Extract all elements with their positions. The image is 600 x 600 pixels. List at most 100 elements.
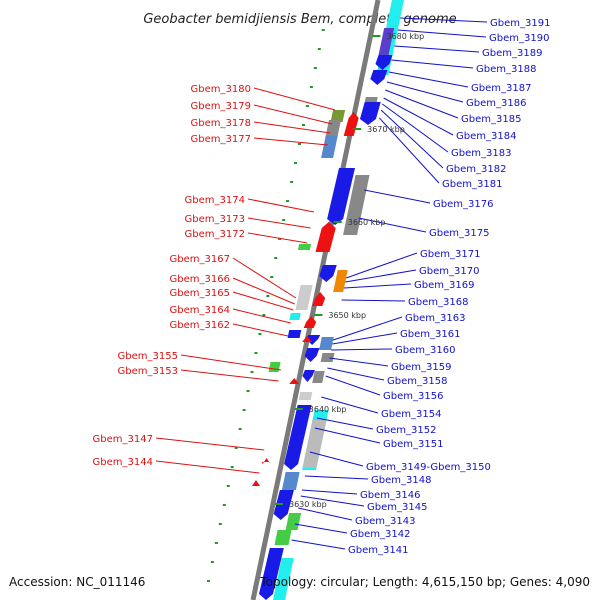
right-leader-line bbox=[300, 495, 365, 507]
kbp-label: 3650 kbp bbox=[328, 311, 366, 320]
right-gene-label: Gbem_3141 bbox=[348, 545, 408, 556]
right-gene-label: Gbem_3169 bbox=[414, 280, 474, 291]
forward-gene-block bbox=[333, 270, 348, 292]
left-leader-line bbox=[253, 87, 336, 111]
right-leader-line bbox=[388, 71, 469, 88]
left-leader-line bbox=[253, 121, 331, 134]
right-gene-label: Gbem_3160 bbox=[395, 345, 455, 356]
right-gene-label: Gbem_3171 bbox=[420, 249, 480, 260]
left-leader-line bbox=[232, 257, 297, 299]
right-gene-label: Gbem_3145 bbox=[367, 502, 427, 513]
left-leader-line bbox=[155, 437, 265, 451]
forward-gene-block bbox=[375, 55, 393, 70]
right-leader-line bbox=[358, 217, 427, 233]
right-leader-line bbox=[341, 299, 406, 302]
reverse-gene-block bbox=[295, 285, 313, 310]
forward-gene-block bbox=[319, 265, 337, 282]
right-gene-label: Gbem_3163 bbox=[405, 313, 465, 324]
right-gene-label: Gbem_3158 bbox=[387, 376, 447, 387]
topology-text: Topology: circular; Length: 4,615,150 bp… bbox=[259, 575, 590, 589]
kbp-label: 3630 kbp bbox=[289, 500, 327, 509]
left-gene-label: Gbem_3144 bbox=[93, 457, 153, 468]
reverse-gene-block bbox=[268, 362, 281, 372]
right-gene-label: Gbem_3188 bbox=[476, 64, 536, 75]
left-leader-line bbox=[247, 217, 311, 229]
right-leader-line bbox=[385, 89, 459, 119]
right-gene-label: Gbem_3143 bbox=[355, 516, 415, 527]
gene-features bbox=[206, 0, 404, 600]
right-gene-label: Gbem_3191 bbox=[490, 18, 550, 29]
left-gene-label: Gbem_3178 bbox=[191, 118, 251, 129]
forward-gene-block bbox=[284, 405, 312, 470]
right-leader-line bbox=[383, 97, 454, 136]
forward-gene-block bbox=[378, 28, 395, 55]
left-gene-label: Gbem_3179 bbox=[191, 101, 251, 112]
left-gene-label: Gbem_3173 bbox=[185, 214, 245, 225]
kbp-markers: 3680 kbp 3670 kbp 3660 kbp 3650 kbp 3640 kbp… bbox=[275, 32, 424, 509]
reverse-gene-block bbox=[250, 480, 260, 486]
left-leader-line bbox=[253, 137, 328, 146]
left-leader-line bbox=[232, 291, 294, 311]
forward-gene-block bbox=[359, 102, 381, 125]
right-leader-line bbox=[325, 375, 381, 396]
right-gene-label: Gbem_3168 bbox=[408, 297, 468, 308]
reverse-gene-block bbox=[261, 458, 271, 464]
right-leader-line bbox=[298, 507, 353, 521]
left-leader-line bbox=[155, 460, 260, 474]
gene-labels: Gbem_3180Gbem_3179Gbem_3178Gbem_3177Gbem… bbox=[93, 18, 551, 556]
forward-gene-block bbox=[274, 530, 292, 545]
right-gene-label: Gbem_3184 bbox=[456, 131, 516, 142]
right-gene-label: Gbem_3161 bbox=[400, 329, 460, 340]
kbp-label: 3660 kbp bbox=[348, 218, 386, 227]
right-leader-line bbox=[343, 283, 412, 289]
right-leader-line bbox=[329, 357, 389, 367]
right-leader-line bbox=[321, 396, 379, 414]
forward-gene-block bbox=[312, 371, 325, 383]
left-gene-label: Gbem_3155 bbox=[118, 351, 178, 362]
left-gene-label: Gbem_3165 bbox=[170, 288, 230, 299]
right-leader-line bbox=[301, 489, 358, 495]
left-leader-line bbox=[232, 323, 289, 337]
right-leader-line bbox=[380, 109, 444, 169]
right-leader-line bbox=[382, 103, 449, 153]
kbp-label: 3680 kbp bbox=[387, 32, 425, 41]
right-leader-line bbox=[314, 427, 381, 444]
forward-gene-block bbox=[319, 337, 334, 350]
right-gene-label: Gbem_3149-Gbem_3150 bbox=[366, 462, 491, 473]
right-leader-line bbox=[327, 367, 385, 381]
right-leader-line bbox=[304, 475, 369, 480]
forward-gene-block bbox=[327, 168, 355, 225]
forward-gene-block bbox=[273, 490, 294, 520]
right-gene-label: Gbem_3154 bbox=[381, 409, 441, 420]
reverse-gene-block bbox=[288, 378, 300, 384]
reverse-gene-block bbox=[343, 112, 359, 136]
left-gene-label: Gbem_3180 bbox=[191, 84, 251, 95]
left-gene-label: Gbem_3174 bbox=[185, 195, 245, 206]
left-leader-line bbox=[180, 369, 279, 382]
left-leader-line bbox=[232, 277, 295, 305]
reverse-gene-block bbox=[289, 313, 301, 320]
right-leader-line bbox=[332, 332, 398, 345]
right-leader-line bbox=[391, 59, 474, 69]
right-gene-label: Gbem_3148 bbox=[371, 475, 431, 486]
right-leader-line bbox=[345, 269, 417, 283]
right-gene-label: Gbem_3181 bbox=[442, 179, 502, 190]
right-leader-line bbox=[386, 81, 464, 103]
reverse-gene-block bbox=[325, 120, 341, 138]
right-leader-line bbox=[394, 45, 480, 53]
forward-gene-block bbox=[306, 335, 321, 345]
reverse-gene-block bbox=[300, 336, 312, 342]
forward-gene-block bbox=[259, 548, 284, 600]
kbp-label: 3640 kbp bbox=[309, 405, 347, 414]
forward-gene-block bbox=[370, 70, 388, 85]
right-leader-line bbox=[364, 189, 431, 204]
left-gene-label: Gbem_3177 bbox=[191, 134, 251, 145]
right-gene-label: Gbem_3189 bbox=[482, 48, 542, 59]
right-gene-label: Gbem_3182 bbox=[446, 164, 506, 175]
kbp-label: 3670 kbp bbox=[367, 125, 405, 134]
forward-gene-block bbox=[320, 353, 335, 362]
right-leader-line bbox=[291, 539, 346, 550]
right-gene-label: Gbem_3186 bbox=[466, 98, 526, 109]
right-gene-label: Gbem_3176 bbox=[433, 199, 493, 210]
